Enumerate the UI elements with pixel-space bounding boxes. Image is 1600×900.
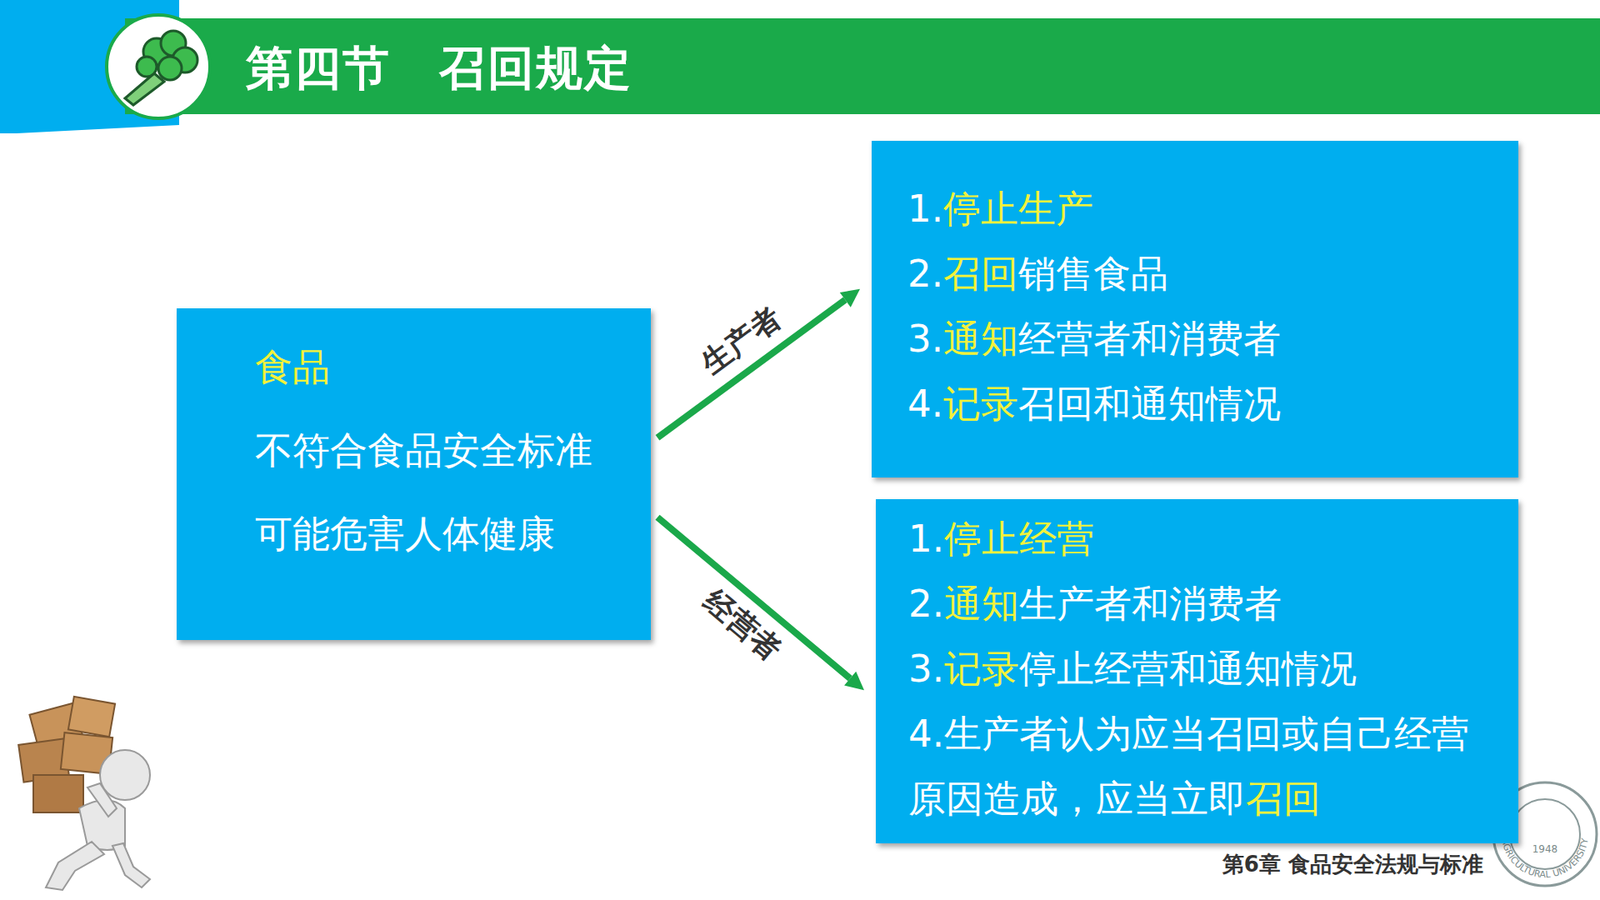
box-text: 食品 — [255, 325, 618, 410]
logo-circle — [106, 15, 210, 119]
seal-inner-ring — [1510, 799, 1580, 870]
arrow-connector — [657, 517, 865, 690]
box-text: 不符合食品安全标准 — [255, 409, 618, 493]
seal-year: 1948 — [1532, 843, 1559, 855]
connector-line — [657, 517, 850, 679]
footer-chapter: 第6章 食品安全法规与标准 — [1222, 850, 1484, 880]
arrowhead — [844, 671, 865, 691]
edge-label: 生产者 — [693, 297, 790, 384]
porter-illustration — [0, 683, 184, 900]
info-box: 1.停止经营2.通知生产者和消费者3.记录停止经营和通知情况4.生产者认为应当召… — [875, 499, 1519, 844]
edge-label: 经营者 — [695, 580, 790, 670]
box-text: 2.通知生产者和消费者 — [908, 571, 1499, 637]
broccoli-icon — [125, 30, 198, 105]
info-box: 食品不符合食品安全标准可能危害人体健康 — [176, 308, 651, 640]
box-text: 1.停止生产 — [907, 176, 1494, 242]
header-green-bar — [125, 18, 1600, 115]
box-text: 4.生产者认为应当召回或自己经营 原因造成，应当立即召回 — [908, 701, 1499, 832]
box-text: 可能危害人体健康 — [255, 492, 618, 576]
box-text: 3.通知经营者和消费者 — [907, 306, 1494, 372]
slide-title: 第四节 召回规定 — [245, 33, 633, 104]
arrow-connector — [657, 289, 860, 438]
seal-arc-text: AGRICULTURAL UNIVERSITY — [1499, 837, 1591, 880]
box-text: 3.记录停止经营和通知情况 — [908, 636, 1499, 702]
box-text: 1.停止经营 — [908, 506, 1499, 572]
info-box: 1.停止生产2.召回销售食品3.通知经营者和消费者4.记录召回和通知情况 — [871, 140, 1519, 478]
figure — [45, 750, 150, 890]
box-text: 4.记录召回和通知情况 — [907, 371, 1494, 437]
box-text: 2.召回销售食品 — [907, 241, 1494, 307]
arrowhead — [840, 289, 860, 308]
seal-text: AGRICULTURAL UNIVERSITY — [1499, 837, 1591, 880]
